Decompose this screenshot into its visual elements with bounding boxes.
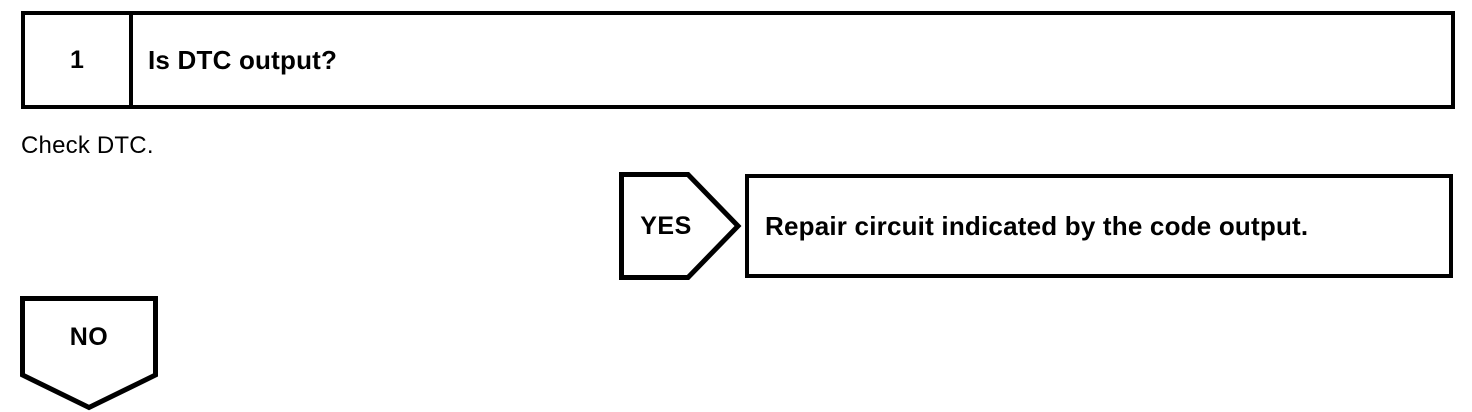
branch-yes: YES	[617, 170, 743, 282]
no-arrow-icon	[20, 296, 158, 411]
step-instruction-text: Check DTC.	[21, 132, 154, 159]
branch-no: NO	[18, 294, 160, 412]
branch-no-label: NO	[69, 322, 109, 351]
step-box: 1 Is DTC output?	[21, 11, 1455, 109]
step-question-text: Is DTC output?	[148, 44, 338, 75]
step-number: 1	[70, 45, 84, 74]
yes-arrow-icon	[619, 172, 742, 280]
result-text-yes: Repair circuit indicated by the code out…	[765, 210, 1309, 241]
step-number-cell: 1	[25, 15, 133, 105]
result-box-yes: Repair circuit indicated by the code out…	[745, 174, 1453, 278]
branch-yes-label: YES	[640, 211, 692, 240]
step-question-cell: Is DTC output?	[133, 15, 1451, 105]
